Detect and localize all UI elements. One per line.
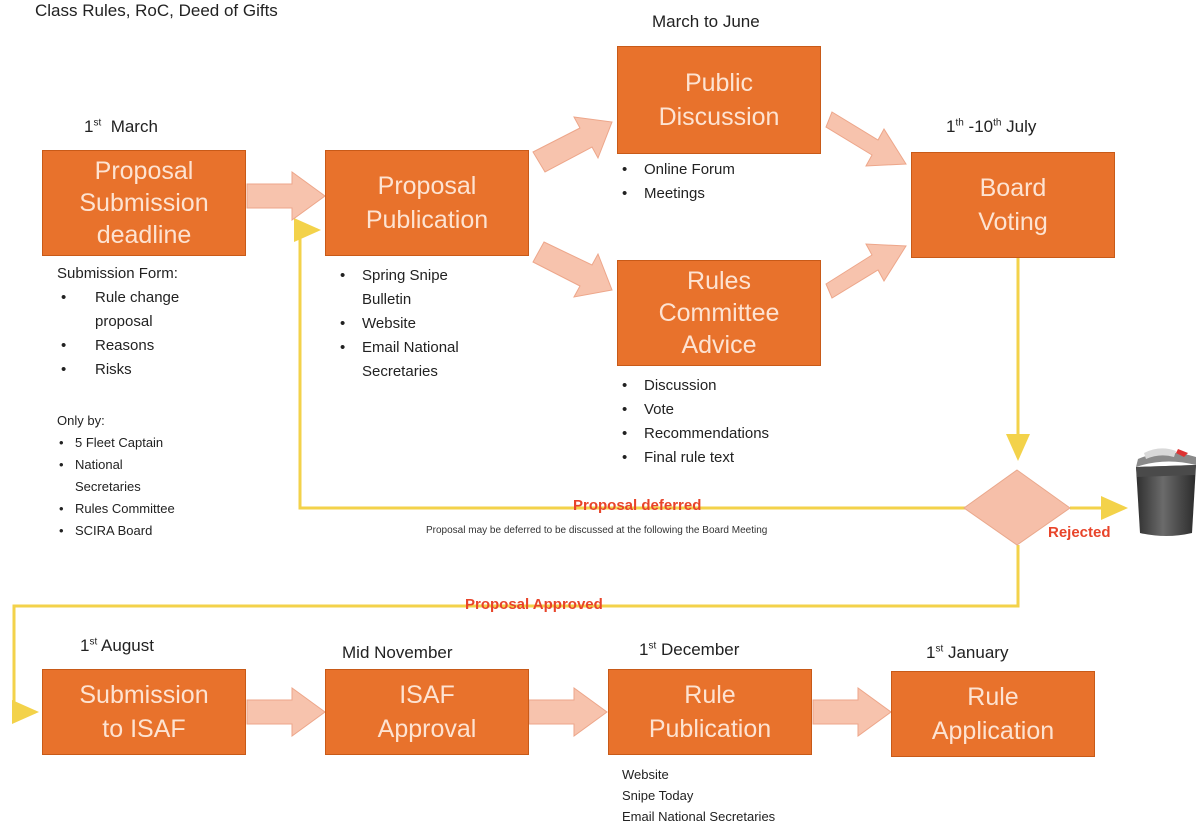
connector-deferred-loop xyxy=(294,218,966,510)
arrow-isaf-submission-to-approval xyxy=(246,687,326,737)
note-only-by: Only by: 5 Fleet Captain National Secret… xyxy=(57,410,247,542)
list-item: Meetings xyxy=(618,182,818,206)
box-rule-publication: Rule Publication xyxy=(608,669,812,755)
box-isaf-approval: ISAF Approval xyxy=(325,669,529,755)
arrow-committee-to-voting xyxy=(825,243,907,299)
list-item: Rules Committee xyxy=(57,498,247,520)
arrow-approval-to-publication xyxy=(528,687,608,737)
note-public-discussion: Online Forum Meetings xyxy=(618,158,818,206)
note-submission-form: Submission Form: Rule change proposal Re… xyxy=(57,262,257,382)
list-item: Rule change proposal xyxy=(57,286,225,334)
arrow-publication-to-discussion xyxy=(532,116,613,173)
box-public-discussion: Public Discussion xyxy=(617,46,821,154)
date-july: 1th -10th July xyxy=(946,117,1037,136)
arrow-publication-to-committee xyxy=(532,241,613,298)
date-december-1: 1st December xyxy=(639,640,740,659)
header-text: Class Rules, RoC, Deed of Gifts xyxy=(35,1,278,20)
date-march-to-june: March to June xyxy=(652,12,760,31)
list-item: Email National Secretaries xyxy=(622,809,776,824)
note-rules-committee: Discussion Vote Recommendations Final ru… xyxy=(618,374,828,470)
list-item: Website xyxy=(336,312,516,336)
note-publication-channels: Spring Snipe Bulletin Website Email Nati… xyxy=(336,264,516,384)
date-january-1: 1st January xyxy=(926,643,1009,662)
box-board-voting: Board Voting xyxy=(911,152,1115,258)
note-rule-publication: Website Snipe Today Email National Secre… xyxy=(622,764,862,827)
list-item: 5 Fleet Captain xyxy=(57,432,247,454)
submission-form-title: Submission Form: xyxy=(57,265,178,282)
note-deferred-explanation: Proposal may be deferred to be discussed… xyxy=(426,525,768,536)
box-rules-committee-advice: Rules Committee Advice xyxy=(617,260,821,366)
list-item: Email National Secretaries xyxy=(336,336,502,384)
list-item: Vote xyxy=(618,398,828,422)
box-rule-application: Rule Application xyxy=(891,671,1095,757)
arrow-discussion-to-voting xyxy=(825,111,907,167)
list-item: Spring Snipe Bulletin xyxy=(336,264,482,312)
list-item: Risks xyxy=(57,358,257,382)
label-proposal-approved: Proposal Approved xyxy=(465,596,603,613)
date-august-1: 1st August xyxy=(80,636,154,655)
list-item: National Secretaries xyxy=(57,454,185,498)
trash-bin-icon xyxy=(1130,445,1200,540)
label-proposal-deferred: Proposal deferred xyxy=(573,497,702,514)
arrow-publication-to-application xyxy=(812,687,892,737)
list-item: Discussion xyxy=(618,374,828,398)
box-proposal-publication: Proposal Publication xyxy=(325,150,529,256)
label-rejected: Rejected xyxy=(1048,524,1111,541)
list-item: Online Forum xyxy=(618,158,818,182)
list-item: Recommendations xyxy=(618,422,828,446)
list-item: SCIRA Board xyxy=(57,520,247,542)
list-item: Website xyxy=(622,767,669,782)
box-proposal-submission-deadline: Proposal Submission deadline xyxy=(42,150,246,256)
list-item: Snipe Today xyxy=(622,788,694,803)
decision-diamond xyxy=(963,469,1071,546)
box-submission-to-isaf: Submission to ISAF xyxy=(42,669,246,755)
list-item: Final rule text xyxy=(618,446,828,470)
only-by-title: Only by: xyxy=(57,413,105,428)
arrow-deadline-to-publication xyxy=(246,171,326,221)
connector-approved xyxy=(12,545,1020,724)
date-march-1: 1st March xyxy=(84,117,158,136)
date-mid-november: Mid November xyxy=(342,643,453,662)
list-item: Reasons xyxy=(57,334,257,358)
